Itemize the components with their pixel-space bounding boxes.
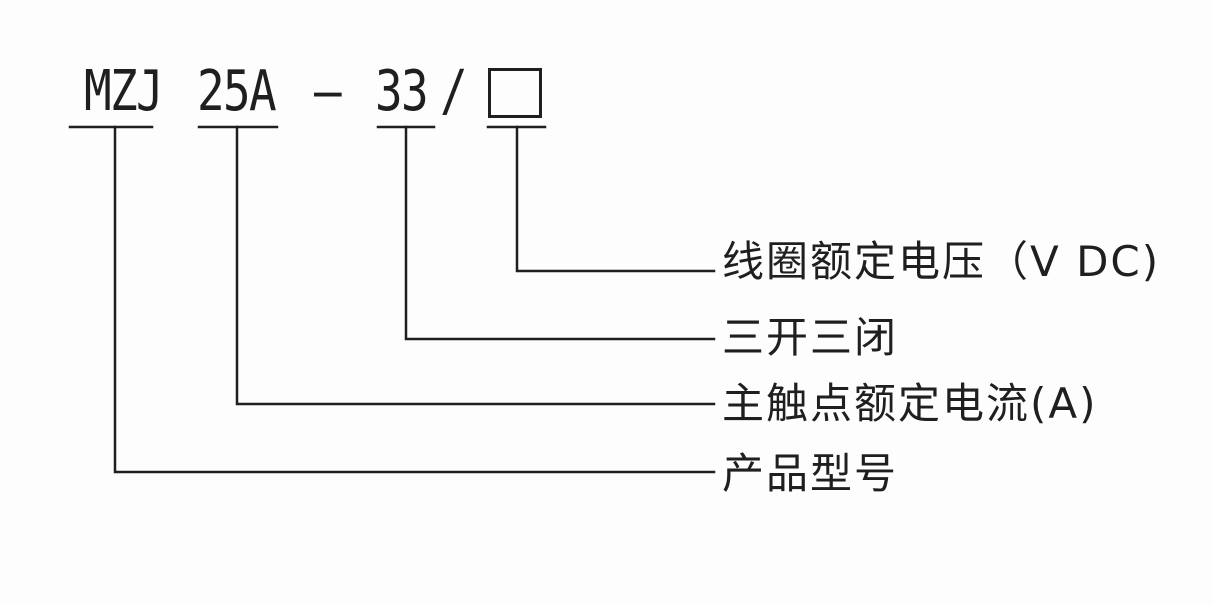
leader-coil-voltage bbox=[515, 125, 716, 273]
leader-main-current bbox=[235, 125, 716, 406]
code-current: 25A bbox=[197, 59, 277, 124]
code-model: MZJ bbox=[84, 59, 164, 124]
leader-contact-config bbox=[404, 125, 716, 341]
label-coil-voltage: 线圈额定电压（V DC) bbox=[722, 237, 1161, 286]
leader-product-model bbox=[113, 125, 716, 474]
label-main-contact-current: 主触点额定电流(A) bbox=[722, 379, 1098, 428]
label-contact-config: 三开三闭 bbox=[722, 313, 899, 362]
code-dash: — bbox=[314, 59, 342, 124]
label-product-model: 产品型号 bbox=[722, 449, 899, 498]
voltage-placeholder-box bbox=[488, 68, 542, 118]
code-contacts: 33 bbox=[375, 59, 429, 124]
code-slash: / bbox=[440, 59, 468, 124]
